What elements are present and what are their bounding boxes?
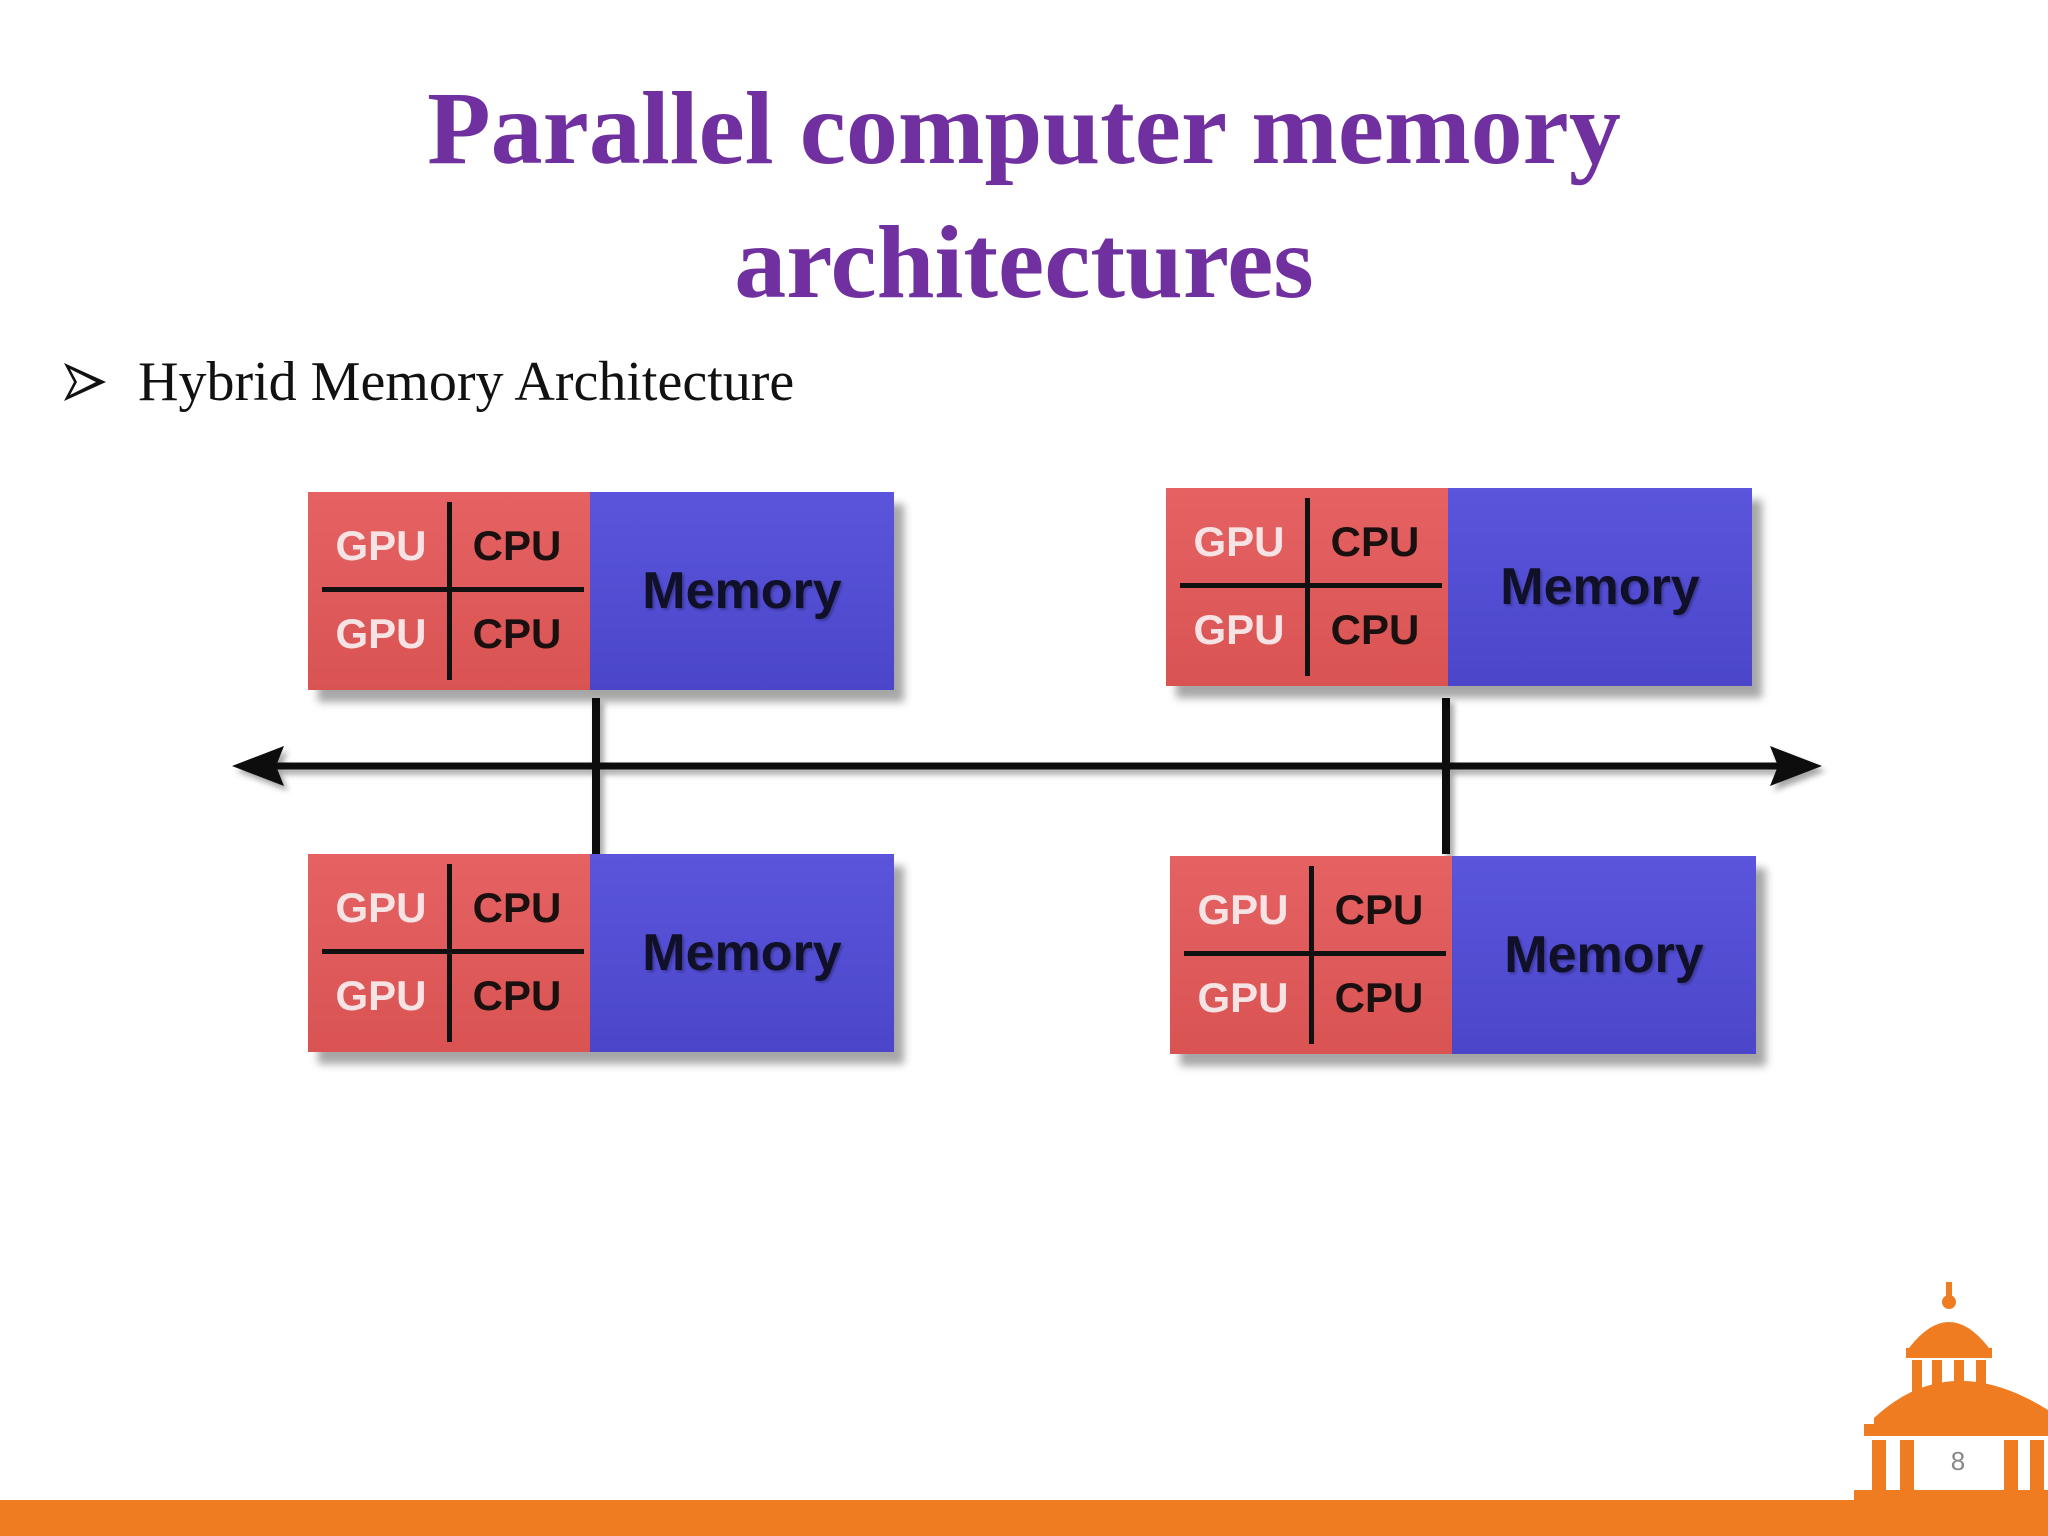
memory-block: Memory — [590, 492, 894, 690]
memory-label: Memory — [642, 924, 842, 982]
gpu-unit: GPU — [1193, 606, 1285, 653]
slide-title: Parallel computer memory architectures — [0, 62, 2048, 330]
node-bottom-left: GPU CPU GPU CPU Memory — [308, 854, 894, 1052]
bus-arrow-left-icon — [232, 746, 284, 786]
memory-label: Memory — [642, 562, 842, 620]
gpu-unit: GPU — [1197, 974, 1289, 1021]
cpu-unit: CPU — [1334, 886, 1424, 933]
bullet-text: Hybrid Memory Architecture — [138, 351, 795, 413]
title-line-2: architectures — [734, 205, 1314, 320]
cpu-unit: CPU — [472, 522, 562, 569]
memory-block: Memory — [1448, 488, 1752, 686]
page-number: 8 — [1950, 1446, 1966, 1476]
cpu-unit: CPU — [1334, 974, 1424, 1021]
memory-block: Memory — [1452, 856, 1756, 1054]
processor-block: GPU CPU GPU CPU — [1166, 488, 1448, 686]
divider-horizontal — [322, 587, 584, 592]
cpu-unit: CPU — [472, 884, 562, 931]
memory-label: Memory — [1500, 558, 1700, 616]
gpu-unit: GPU — [335, 522, 427, 569]
memory-block: Memory — [590, 854, 894, 1052]
gpu-unit: GPU — [335, 972, 427, 1019]
bullet-arrow-icon — [64, 363, 106, 401]
processor-block: GPU CPU GPU CPU — [1170, 856, 1452, 1054]
footer-bar — [0, 1500, 2048, 1536]
cpu-unit: CPU — [472, 610, 562, 657]
gpu-unit: GPU — [1197, 886, 1289, 933]
node-bottom-right: GPU CPU GPU CPU Memory — [1170, 856, 1756, 1054]
building-dome-logo-icon — [1854, 1282, 2048, 1500]
gpu-unit: GPU — [335, 610, 427, 657]
gpu-unit: GPU — [1193, 518, 1285, 565]
title-line-1: Parallel computer memory — [427, 71, 1621, 186]
processor-block: GPU CPU GPU CPU — [308, 854, 590, 1052]
node-top-right: GPU CPU GPU CPU Memory — [1166, 488, 1752, 686]
cpu-unit: CPU — [472, 972, 562, 1019]
processor-block: GPU CPU GPU CPU — [308, 492, 590, 690]
divider-horizontal — [1184, 951, 1446, 956]
memory-label: Memory — [1504, 926, 1704, 984]
cpu-unit: CPU — [1330, 518, 1420, 565]
bus-arrow-right-icon — [1770, 746, 1822, 786]
divider-horizontal — [322, 949, 584, 954]
divider-horizontal — [1180, 583, 1442, 588]
cpu-unit: CPU — [1330, 606, 1420, 653]
bullet-item: Hybrid Memory Architecture — [62, 350, 794, 414]
node-top-left: GPU CPU GPU CPU Memory — [308, 492, 894, 690]
gpu-unit: GPU — [335, 884, 427, 931]
